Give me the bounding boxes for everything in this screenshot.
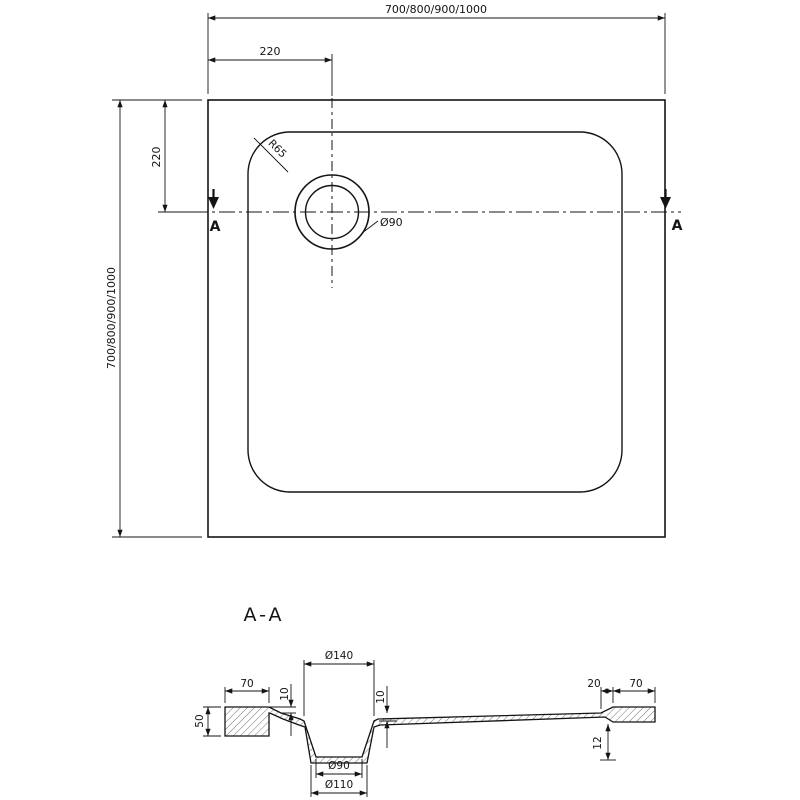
dim-right-rim: 70 (613, 678, 656, 703)
dim-drain-offset-horizontal-label: 220 (260, 45, 281, 58)
dim-left-edge-height: 50 (194, 706, 221, 737)
dim-overall-height: 700/800/900/1000 (105, 99, 202, 538)
dim-overall-width: 700/800/900/1000 (207, 3, 666, 94)
dim-drain-offset-vertical: 220 (150, 100, 194, 213)
section-view: A-A Ø140 70 10 (194, 604, 656, 797)
section-letter-left: A (210, 219, 221, 235)
section-arrow-left-icon (208, 197, 219, 209)
dim-right-step-label: 20 (587, 678, 600, 690)
drain-flange-circle (294, 174, 370, 250)
section-marker-left: A (208, 189, 221, 235)
section-letter-right: A (672, 218, 683, 234)
tray-cross-section (224, 706, 656, 764)
dim-recess-top: Ø140 (303, 650, 375, 716)
dim-right-edge-height: 12 (592, 724, 616, 761)
dim-drain-bottom-outer: Ø110 (310, 765, 368, 797)
dim-left-rim: 70 (224, 678, 270, 703)
dim-recess-top-label: Ø140 (325, 650, 353, 662)
section-marker-right: A (660, 189, 683, 234)
dim-left-step: 10 (270, 684, 296, 736)
dim-drain-bottom-outer-label: Ø110 (325, 779, 353, 791)
dim-overall-height-label: 700/800/900/1000 (105, 267, 118, 369)
section-arrow-right-icon (660, 197, 671, 209)
tray-outer-outline (207, 99, 666, 538)
tray-inner-rim (247, 131, 623, 493)
dim-right-edge-height-label: 12 (592, 736, 604, 749)
dim-drain-bottom-inner: Ø90 (315, 759, 363, 778)
section-title: A-A (243, 604, 284, 626)
drain-hole-circle (304, 184, 360, 240)
dim-drain-offset-vertical-label: 220 (150, 147, 163, 168)
corner-radius-leader (253, 137, 289, 173)
dim-inner-step-label: 10 (375, 690, 387, 703)
dim-right-rim-label: 70 (629, 678, 642, 690)
dim-inner-step: 10 (375, 686, 397, 748)
drain-diameter-label: Ø90 (380, 216, 403, 229)
dim-drain-offset-horizontal: 220 (208, 45, 333, 96)
dim-drain-bottom-inner-label: Ø90 (328, 760, 350, 772)
dim-left-step-label: 10 (279, 687, 291, 700)
dim-left-edge-height-label: 50 (194, 714, 206, 727)
dim-left-rim-label: 70 (240, 678, 253, 690)
dim-overall-width-label: 700/800/900/1000 (385, 3, 487, 16)
drain-diameter-leader (361, 220, 379, 234)
